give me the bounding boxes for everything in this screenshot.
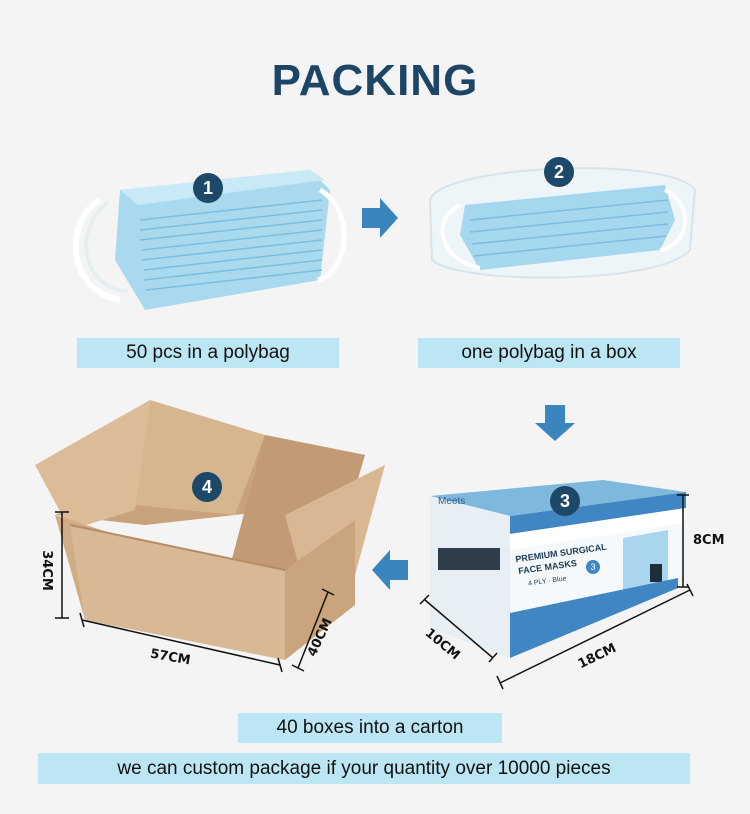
- step-3-badge: 3: [550, 486, 580, 516]
- box-height-label: 8CM: [693, 533, 725, 548]
- step-2-badge: 2: [544, 157, 574, 187]
- box-level-badge: 3: [586, 560, 600, 574]
- box-dimension-lines: [419, 494, 694, 690]
- carton-height-label: 34CM: [38, 550, 54, 591]
- mask-box-image: [430, 480, 686, 658]
- arrow-down-icon: [535, 405, 575, 441]
- box-brand: Meets: [438, 496, 466, 507]
- step-4-badge: 4: [192, 472, 222, 502]
- custom-package-note: we can custom package if your quantity o…: [38, 753, 690, 784]
- carton-dimension-lines: [55, 511, 335, 673]
- step-4-caption: 40 boxes into a carton: [238, 713, 502, 743]
- page-title: PACKING: [271, 56, 479, 105]
- step-1-caption: 50 pcs in a polybag: [77, 338, 339, 368]
- arrow-left-icon: [372, 550, 408, 590]
- step-2-caption: one polybag in a box: [418, 338, 680, 368]
- polybag-image: [428, 167, 697, 279]
- mask-stack-image: [72, 170, 347, 310]
- step-1-badge: 1: [193, 173, 223, 203]
- arrow-right-icon: [362, 198, 398, 238]
